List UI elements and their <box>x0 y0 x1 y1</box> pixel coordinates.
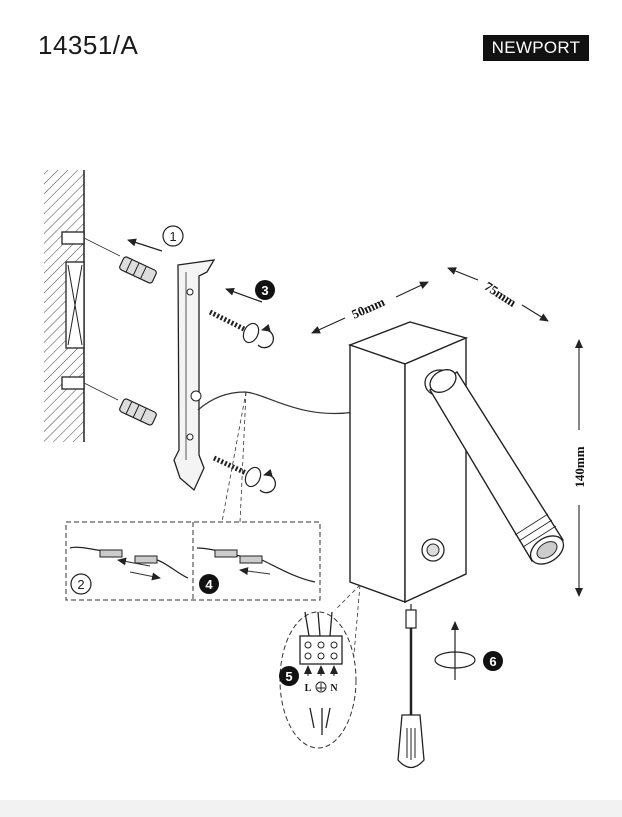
screwdriver <box>397 604 425 769</box>
power-cable <box>197 391 356 414</box>
width-dimension: 75mm <box>482 278 519 310</box>
wall <box>44 170 121 442</box>
wiring-detail-box <box>65 521 321 601</box>
depth-dimension: 50mm <box>349 294 387 322</box>
step-6-marker: 6 <box>483 651 503 671</box>
depth-arrow-right <box>395 281 429 298</box>
step-1-arrow <box>127 238 163 252</box>
wall-plug-bottom <box>119 398 157 426</box>
step-3-marker: 3 <box>255 280 275 300</box>
lamp-switch-button <box>421 538 445 562</box>
svg-text:2: 2 <box>77 577 84 592</box>
depth-arrow-left <box>311 317 346 334</box>
height-dimension: 140mm <box>572 446 587 487</box>
svg-text:4: 4 <box>205 577 213 592</box>
svg-text:3: 3 <box>261 283 268 298</box>
lamp-body <box>347 321 469 604</box>
svg-text:1: 1 <box>169 229 176 244</box>
step-4-marker: 4 <box>199 574 219 594</box>
screw-top <box>208 309 260 344</box>
svg-text:5: 5 <box>285 669 292 684</box>
width-arrow-left <box>447 267 479 281</box>
step-1-marker: 1 <box>162 225 184 247</box>
rotate-arrow-icon <box>257 324 275 349</box>
step-2-marker: 2 <box>70 573 92 595</box>
model-number: 14351/A <box>38 30 139 60</box>
neutral-label: N <box>330 683 338 694</box>
page-bottom-band <box>0 800 622 817</box>
wall-plug-top <box>119 256 157 284</box>
screw-bottom <box>212 455 262 488</box>
brand-badge: NEWPORT <box>483 35 589 61</box>
lamp-arm <box>424 369 565 565</box>
width-arrow-right <box>521 304 549 322</box>
step-5-marker: 5 <box>279 666 299 686</box>
rotate-arrow-icon <box>259 469 277 494</box>
step-3-arrow <box>225 287 263 303</box>
terminal-block-detail <box>279 611 357 749</box>
svg-text:6: 6 <box>489 654 496 669</box>
earth-icon <box>315 681 327 693</box>
rotate-arrow-icon <box>434 651 476 669</box>
mounting-bracket <box>173 259 216 492</box>
live-label: L <box>305 683 312 694</box>
